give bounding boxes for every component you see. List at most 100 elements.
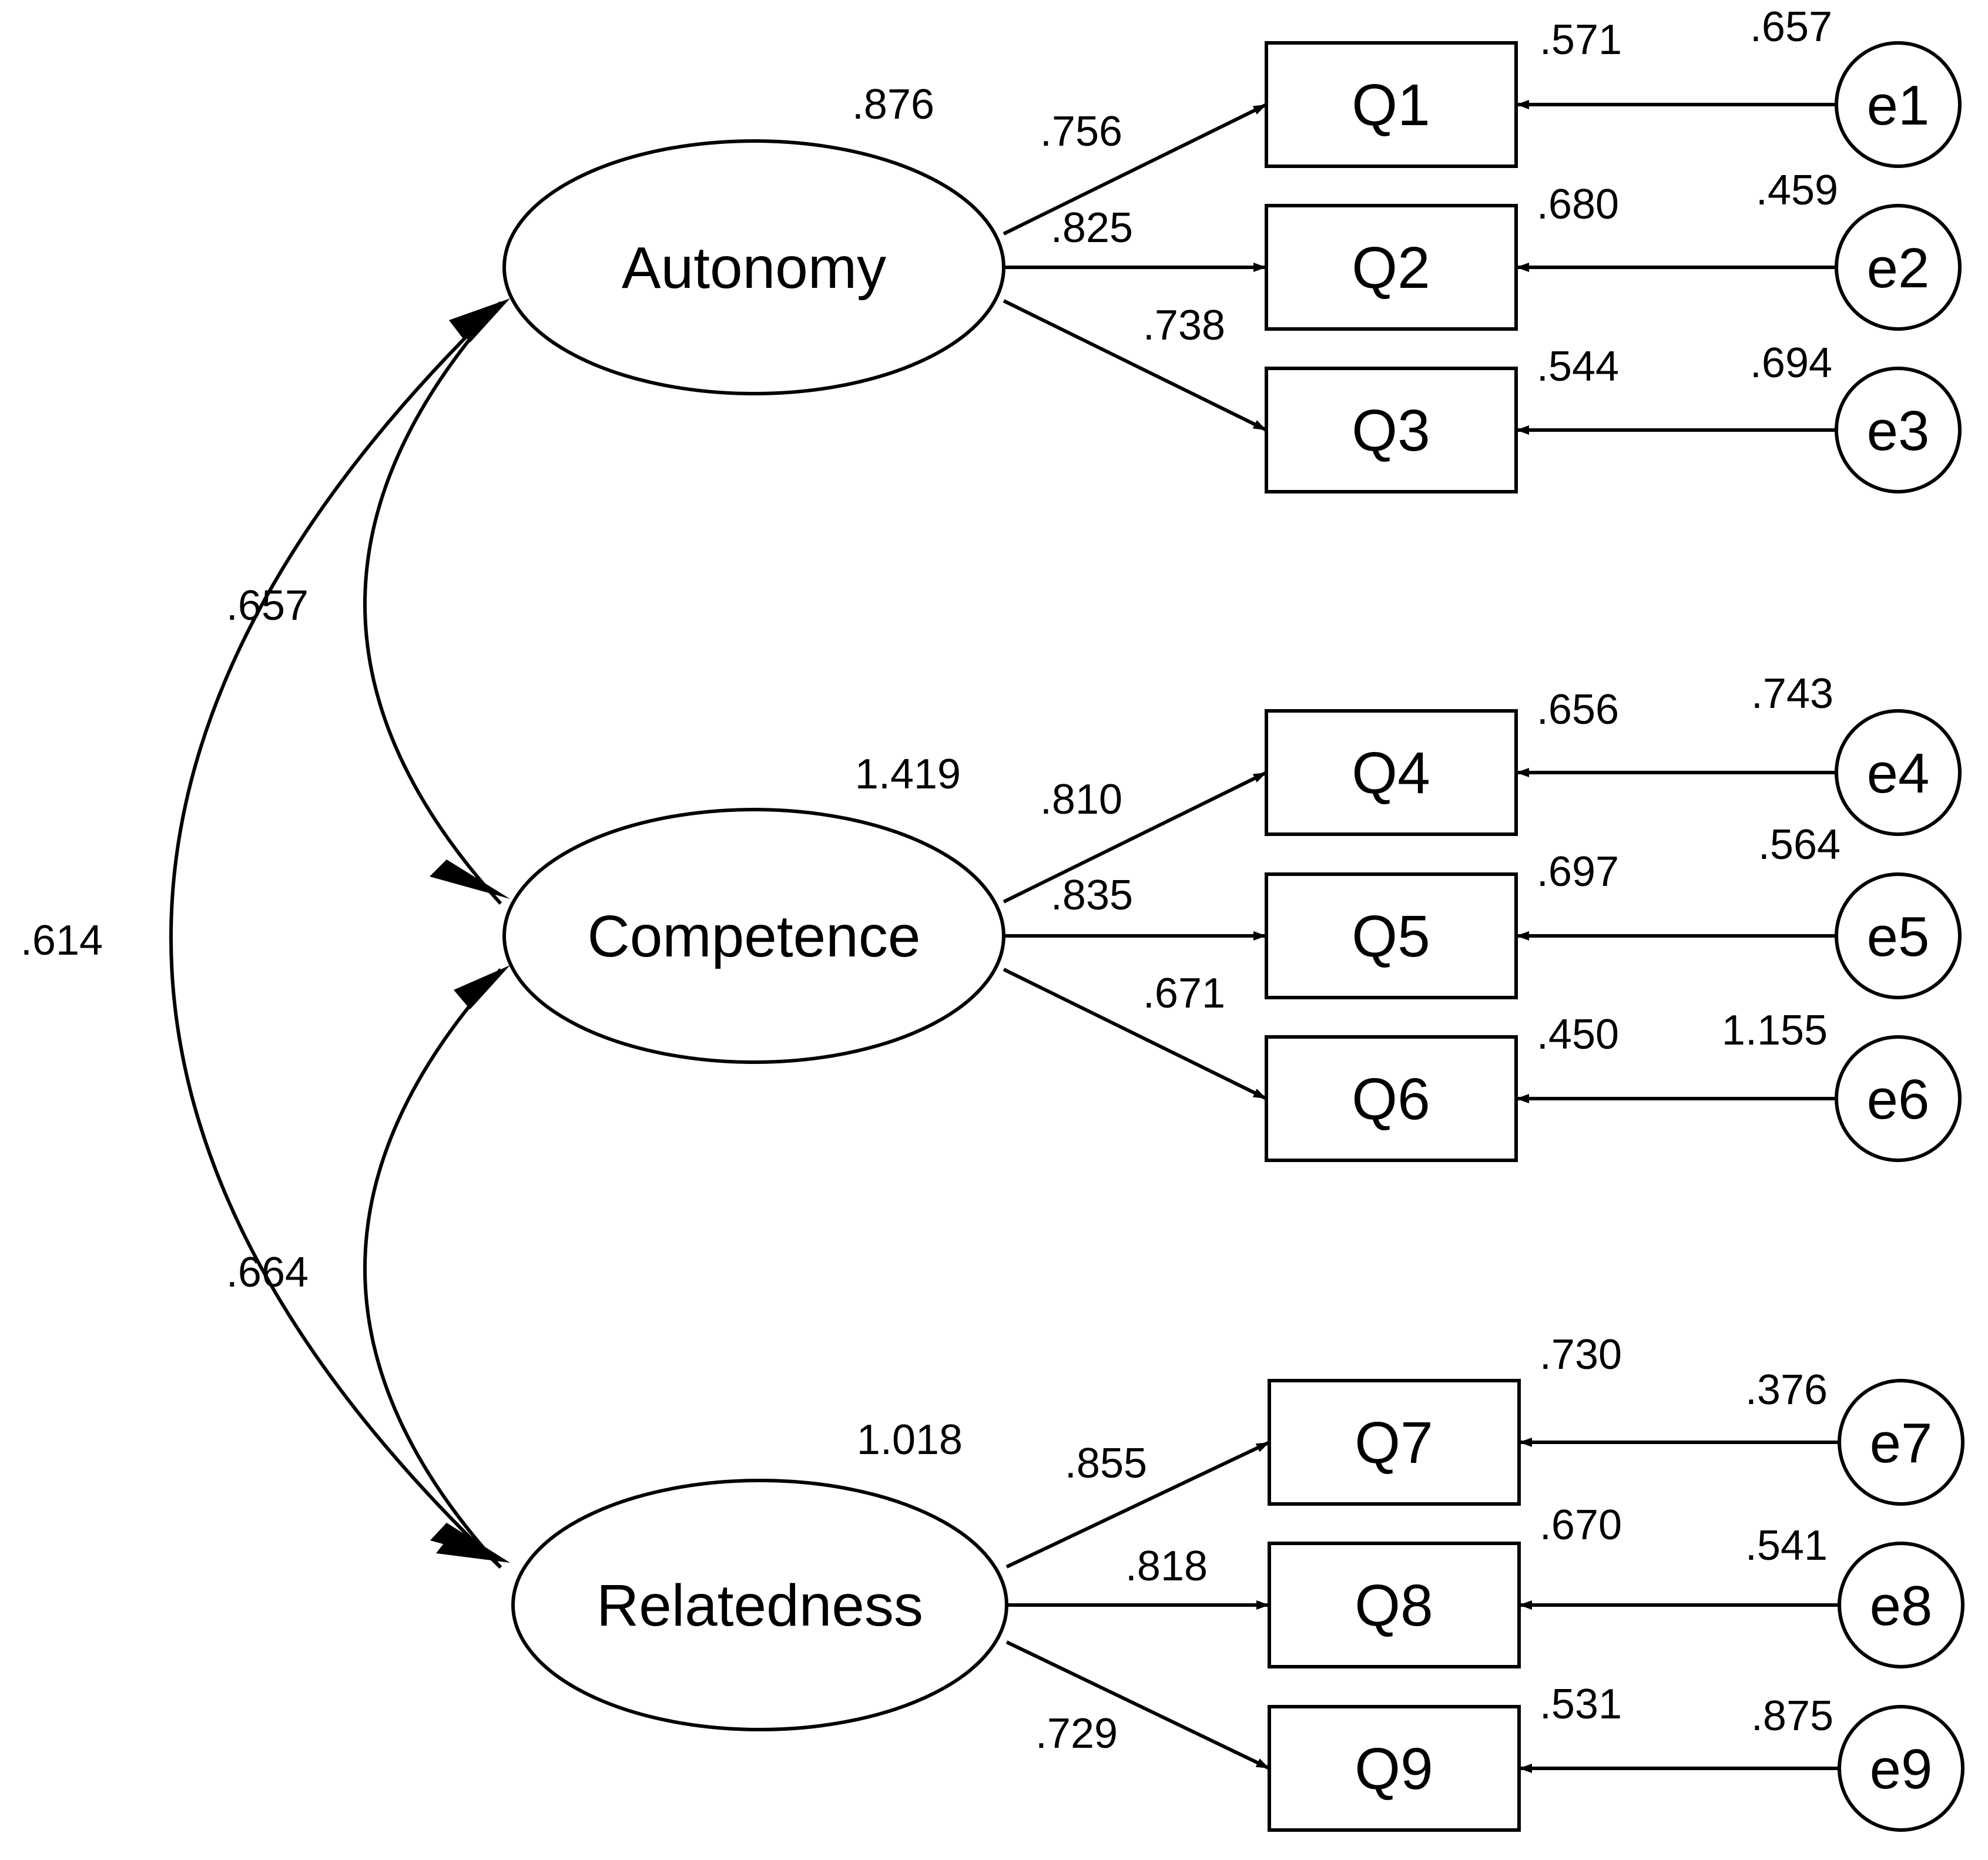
covariance-arc-competence-relatedness	[363, 968, 502, 1569]
item-q5: Q5	[1265, 872, 1518, 999]
error-label-e4: e4	[1867, 742, 1930, 805]
error-circle-e8	[1838, 1542, 1964, 1668]
covariance-values: .657 .664 .614	[21, 582, 309, 1296]
error-e7: e7	[1838, 1379, 1964, 1506]
covariance-paths	[169, 298, 510, 1569]
error-variance-e7: .376	[1745, 1367, 1828, 1414]
error-variance-e8: .541	[1745, 1522, 1828, 1569]
loading-value-q9: .729	[1035, 1710, 1118, 1757]
item-box-q8	[1268, 1542, 1521, 1668]
covariance-value-autonomy-relatedness: .614	[21, 917, 103, 964]
error-label-e8: e8	[1870, 1574, 1933, 1637]
item-box-q3	[1265, 367, 1518, 493]
latent-variance-relatedness: 1.018	[857, 1416, 963, 1463]
item-label-q7: Q7	[1355, 1410, 1433, 1476]
error-variance-e1: .657	[1750, 4, 1832, 51]
latent-ellipse-competence	[502, 808, 1005, 1064]
loading-arrow-q3	[1003, 299, 1268, 432]
item-box-q9	[1268, 1705, 1521, 1832]
item-label-q3: Q3	[1352, 398, 1430, 464]
latent-ellipse-autonomy	[502, 139, 1005, 395]
error-label-e9: e9	[1870, 1738, 1933, 1801]
r2-value-q7: .730	[1540, 1331, 1622, 1378]
error-e2: e2	[1835, 204, 1962, 331]
loading-value-q4: .810	[1040, 776, 1122, 823]
latent-label-relatedness: Relatedness	[596, 1573, 923, 1639]
loading-arrow-q6	[1003, 968, 1268, 1100]
r2-value-q2: .680	[1537, 181, 1619, 228]
arrowhead-cov-ar-bottom	[436, 1532, 510, 1563]
error-e8: e8	[1838, 1542, 1964, 1668]
item-q3: Q3	[1265, 367, 1518, 493]
error-paths	[1516, 100, 1839, 1773]
item-label-q5: Q5	[1352, 904, 1430, 969]
loading-arrow-q1	[1003, 103, 1268, 236]
r2-value-q3: .544	[1537, 343, 1619, 390]
error-variance-e5: .564	[1758, 821, 1841, 868]
error-circle-e4	[1835, 709, 1962, 836]
r2-values: .571 .680 .544 .656 .697 .450 .730 .670 …	[1537, 16, 1622, 1728]
covariance-arc-autonomy-competence	[363, 301, 502, 905]
error-label-e6: e6	[1867, 1068, 1930, 1131]
error-variance-e3: .694	[1750, 340, 1832, 387]
item-box-q4	[1265, 709, 1518, 836]
item-box-q5	[1265, 872, 1518, 999]
loading-values: .756 .825 .738 .810 .835 .671 .855 .818 …	[1035, 108, 1225, 1757]
error-e6: e6	[1835, 1035, 1962, 1162]
error-circle-e6	[1835, 1035, 1962, 1162]
loading-paths	[1003, 103, 1270, 1770]
item-q9: Q9	[1268, 1705, 1521, 1832]
loading-value-q3: .738	[1143, 302, 1225, 349]
latent-ellipse-relatedness	[511, 1479, 1008, 1731]
error-circle-e1	[1835, 41, 1962, 168]
error-variance-e2: .459	[1756, 167, 1838, 214]
arrowhead-cov-cr-top	[454, 965, 510, 1009]
loading-value-q6: .671	[1143, 970, 1225, 1017]
error-circle-e7	[1838, 1379, 1964, 1506]
item-box-q2	[1265, 204, 1518, 331]
item-label-q8: Q8	[1355, 1573, 1433, 1639]
error-variance-values: .657 .459 .694 .743 .564 1.155 .376 .541…	[1722, 4, 1841, 1740]
error-label-e2: e2	[1867, 237, 1930, 300]
loading-arrow-q9	[1005, 1640, 1270, 1770]
error-e1: e1	[1835, 41, 1962, 168]
r2-value-q8: .670	[1540, 1502, 1622, 1549]
latent-competence: Competence 1.419	[502, 751, 1005, 1064]
item-box-q7	[1268, 1379, 1521, 1506]
loading-value-q8: .818	[1125, 1543, 1208, 1590]
latent-autonomy: Autonomy .876	[502, 81, 1005, 395]
loading-value-q7: .855	[1065, 1440, 1147, 1487]
loading-arrow-q7	[1005, 1441, 1270, 1569]
latent-relatedness: Relatedness 1.018	[511, 1416, 1008, 1731]
r2-value-q9: .531	[1540, 1681, 1622, 1728]
r2-value-q6: .450	[1537, 1011, 1619, 1058]
error-variance-e9: .875	[1751, 1693, 1833, 1740]
error-variance-e6: 1.155	[1722, 1007, 1828, 1054]
item-label-q1: Q1	[1352, 72, 1430, 138]
r2-value-q5: .697	[1537, 848, 1619, 895]
latent-label-competence: Competence	[588, 904, 921, 969]
error-circle-e5	[1835, 872, 1962, 999]
item-box-q6	[1265, 1035, 1518, 1162]
item-label-q2: Q2	[1352, 235, 1430, 301]
error-circle-e3	[1835, 367, 1962, 493]
loading-value-q5: .835	[1051, 872, 1133, 919]
r2-value-q4: .656	[1537, 686, 1619, 733]
item-label-q9: Q9	[1355, 1736, 1433, 1802]
error-e5: e5	[1835, 872, 1962, 999]
error-circle-e2	[1835, 204, 1962, 331]
error-e4: e4	[1835, 709, 1962, 836]
error-e3: e3	[1835, 367, 1962, 493]
loading-arrow-q4	[1003, 771, 1268, 904]
latent-variance-competence: 1.419	[855, 751, 961, 798]
error-label-e3: e3	[1867, 399, 1930, 462]
error-e9: e9	[1838, 1705, 1964, 1832]
error-label-e7: e7	[1870, 1412, 1933, 1475]
r2-value-q1: .571	[1540, 16, 1622, 63]
item-q4: Q4	[1265, 709, 1518, 836]
item-box-q1	[1265, 41, 1518, 168]
error-label-e1: e1	[1867, 74, 1930, 137]
arrowhead-cov-ac-bottom	[430, 860, 510, 899]
item-q1: Q1	[1265, 41, 1518, 168]
